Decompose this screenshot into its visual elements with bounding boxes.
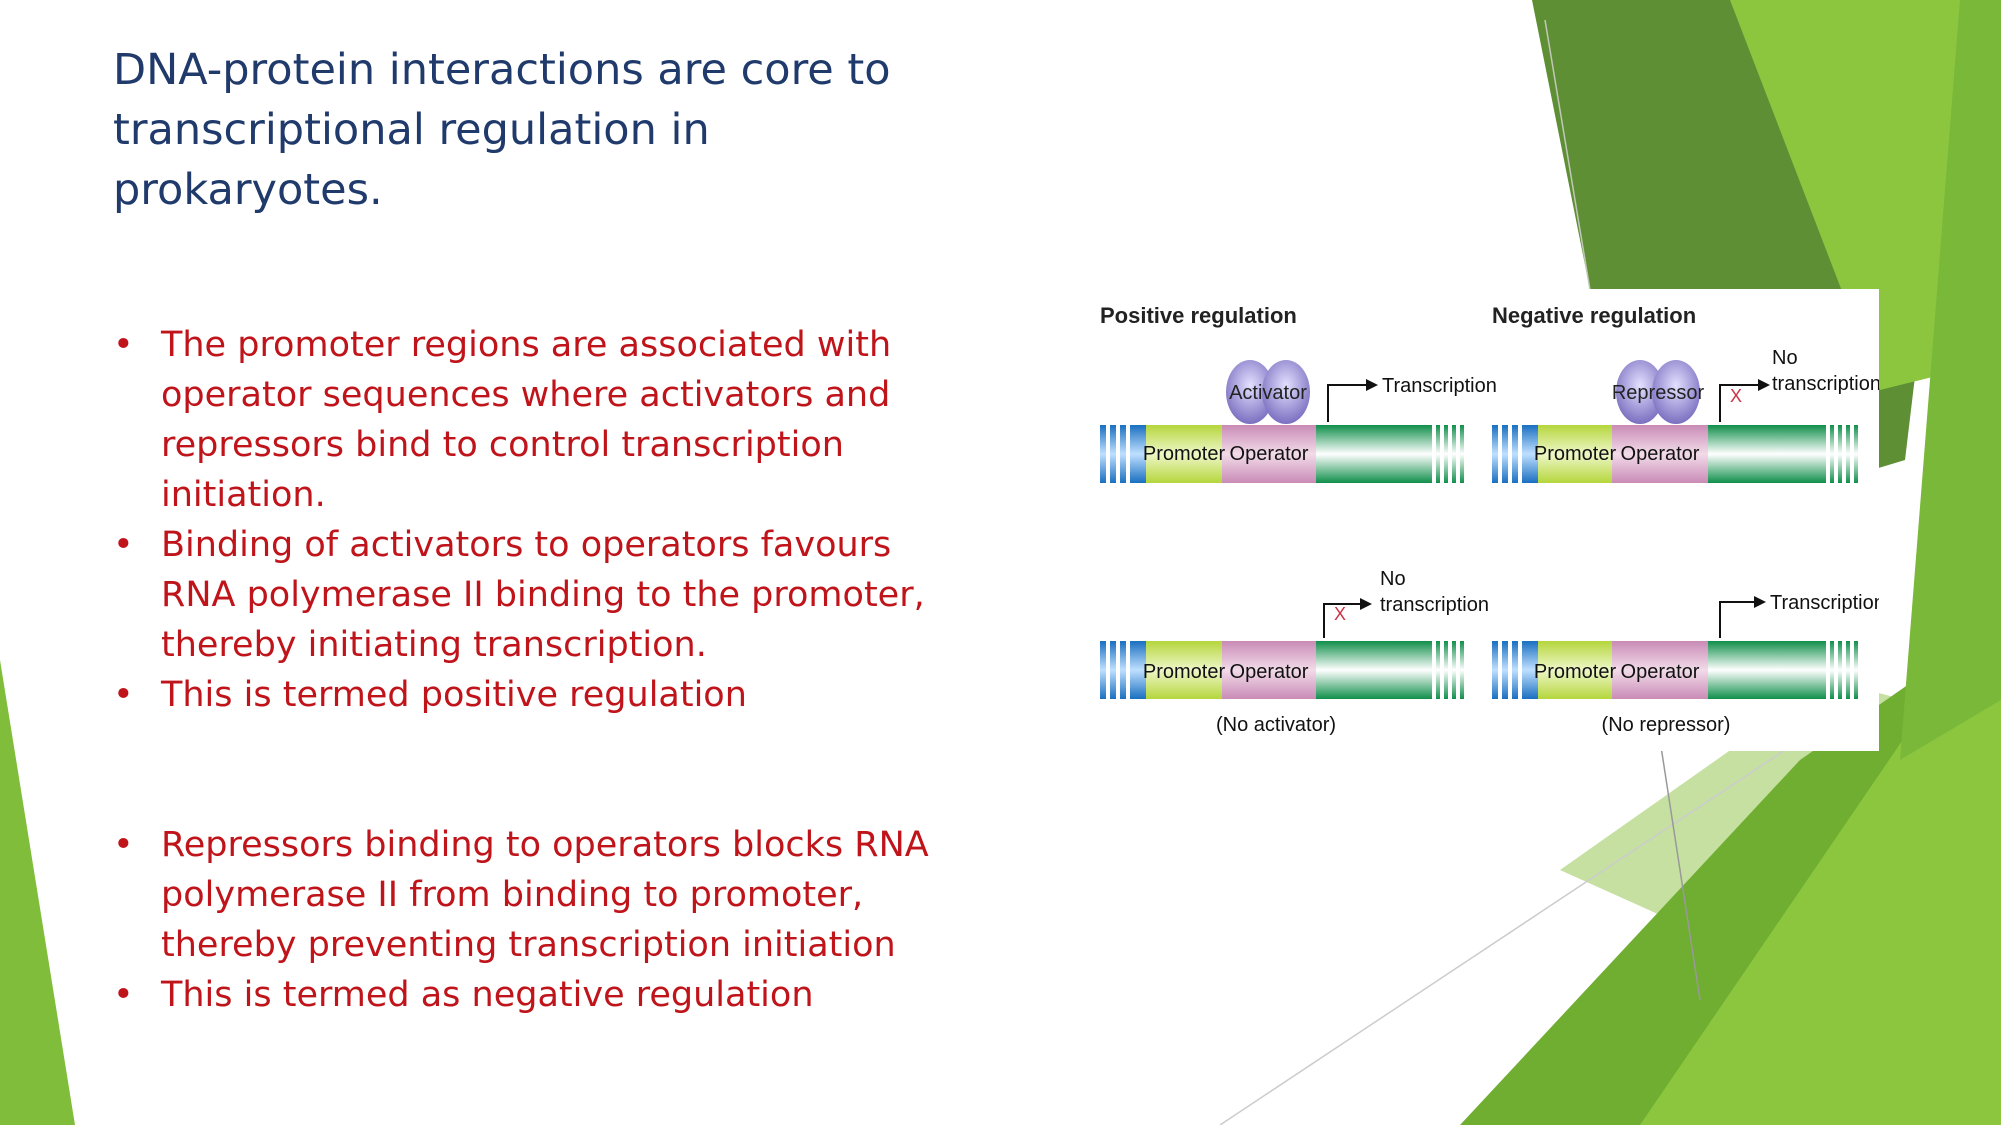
green-stripes (1436, 425, 1464, 483)
blue-stripes (1492, 641, 1538, 699)
regulation-diagram: Positive regulation Negative regulation … (1090, 289, 1879, 751)
no-label: No (1380, 568, 1406, 590)
operator-region (1612, 641, 1708, 699)
promoter-region (1146, 425, 1222, 483)
block-mark: X (1334, 604, 1346, 624)
negative-regulation-heading: Negative regulation (1492, 303, 1696, 328)
promoter-region (1538, 425, 1612, 483)
operator-label: Operator (1621, 661, 1700, 683)
transcription-label: Transcription (1770, 592, 1879, 614)
green-stripes (1830, 425, 1858, 483)
blocked-arrow (1719, 384, 1758, 422)
repressor-protein (1616, 360, 1700, 424)
bullet-item: The promoter regions are associated with… (113, 320, 933, 520)
green-stripes (1830, 641, 1858, 699)
thin-line-3 (1659, 739, 1701, 1001)
green-stripes (1436, 641, 1464, 699)
promoter-region (1538, 641, 1612, 699)
bullet-item: This is termed positive regulation (113, 670, 933, 720)
gene-region (1708, 641, 1826, 699)
operator-region (1222, 641, 1316, 699)
activator-label: Activator (1229, 382, 1307, 404)
promoter-label: Promoter (1143, 661, 1226, 683)
bullet-list-positive: The promoter regions are associated with… (113, 320, 933, 720)
promoter-region (1146, 641, 1222, 699)
arrow-head (1758, 379, 1770, 391)
promoter-label: Promoter (1143, 443, 1226, 465)
repressor-label: Repressor (1612, 382, 1705, 404)
arrow-head (1366, 379, 1378, 391)
panel-repressor-bound: Promoter Operator Repressor X No transcr… (1492, 347, 1879, 483)
panel-no-activator: Promoter Operator X No transcription (No… (1100, 568, 1489, 736)
promoter-label: Promoter (1534, 443, 1617, 465)
no-activator-caption: (No activator) (1216, 714, 1336, 736)
panel-no-repressor: Promoter Operator Transcription (No repr… (1492, 592, 1879, 736)
transcription-arrow (1719, 601, 1754, 638)
arrow-head (1754, 596, 1766, 608)
bottom-right-bright-green-shape (1640, 580, 2001, 1125)
no-transcription-label: transcription (1380, 594, 1489, 616)
no-label: No (1772, 347, 1798, 369)
no-transcription-label: transcription (1772, 373, 1879, 395)
promoter-label: Promoter (1534, 661, 1617, 683)
blocked-arrow (1323, 603, 1360, 638)
operator-region (1612, 425, 1708, 483)
bullet-item: Binding of activators to operators favou… (113, 520, 933, 670)
block-mark: X (1730, 386, 1742, 406)
blue-stripes (1492, 425, 1538, 483)
right-edge-green-shape (1900, 0, 2001, 760)
blue-stripes (1100, 425, 1146, 483)
bullet-list-negative: Repressors binding to operators blocks R… (113, 820, 933, 1020)
operator-region (1222, 425, 1316, 483)
thin-line-1 (1544, 19, 1591, 291)
arrow-head (1360, 598, 1372, 610)
transcription-arrow (1327, 384, 1366, 422)
left-green-wedge (0, 660, 75, 1125)
gene-region (1316, 425, 1432, 483)
gene-region (1316, 641, 1432, 699)
top-right-light-green-shape (1730, 0, 2001, 390)
transcription-label: Transcription (1382, 375, 1497, 397)
positive-regulation-heading: Positive regulation (1100, 303, 1297, 328)
no-repressor-caption: (No repressor) (1602, 714, 1731, 736)
activator-protein (1226, 360, 1310, 424)
blue-stripes (1100, 641, 1146, 699)
bullet-item: Repressors binding to operators blocks R… (113, 820, 933, 970)
operator-label: Operator (1230, 661, 1309, 683)
thin-line-2 (1219, 739, 1801, 1125)
operator-label: Operator (1621, 443, 1700, 465)
gene-region (1708, 425, 1826, 483)
panel-activator-bound: Promoter Operator Activator Transcriptio… (1100, 360, 1497, 483)
bullet-item: This is termed as negative regulation (113, 970, 933, 1020)
slide-title: DNA-protein interactions are core to tra… (113, 45, 891, 215)
operator-label: Operator (1230, 443, 1309, 465)
